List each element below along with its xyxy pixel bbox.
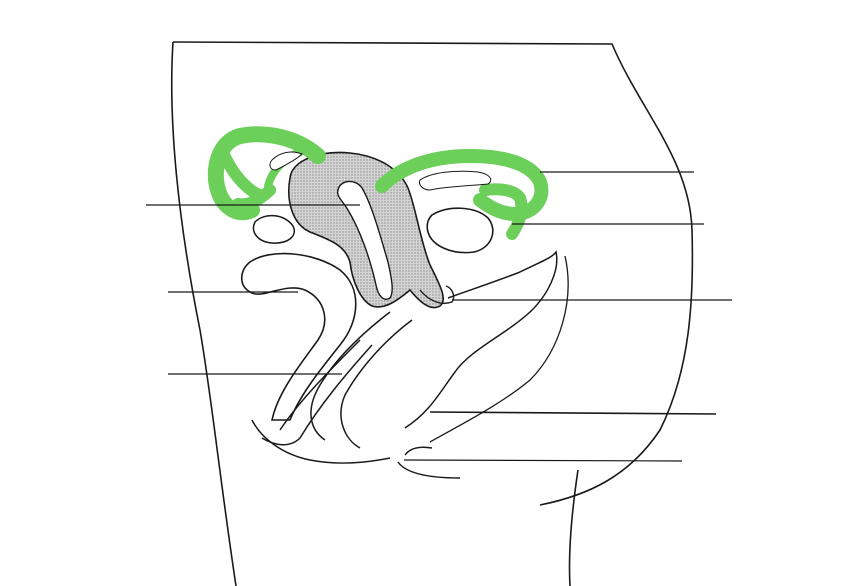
diagram-stage	[0, 0, 862, 586]
pelvis-sagittal-diagram	[0, 0, 862, 586]
